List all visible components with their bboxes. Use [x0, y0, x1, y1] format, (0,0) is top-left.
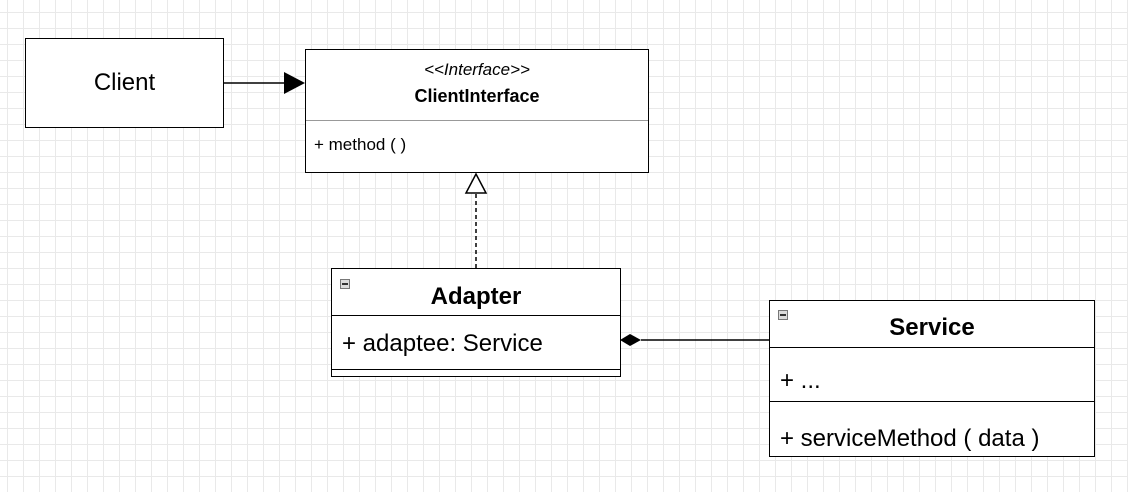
- service-class[interactable]: Service + ... + serviceMethod ( data ): [769, 300, 1095, 457]
- adapter-header-divider: [332, 315, 620, 316]
- adapter-class[interactable]: Adapter + adaptee: Service: [331, 268, 621, 377]
- service-field: + ...: [780, 367, 821, 394]
- service-name: Service: [889, 314, 975, 341]
- client-interface-class[interactable]: <<Interface>> ClientInterface + method (…: [305, 49, 649, 173]
- service-fields-divider: [770, 401, 1094, 402]
- service-header-divider: [770, 347, 1094, 348]
- interface-method: + method ( ): [314, 135, 407, 154]
- client-box[interactable]: Client: [25, 38, 224, 128]
- service-method: + serviceMethod ( data ): [780, 425, 1040, 452]
- association-arrowhead: [284, 72, 305, 94]
- collapse-icon[interactable]: [340, 279, 350, 289]
- interface-stereotype: <<Interface>>: [424, 60, 530, 79]
- adapter-methods-divider: [332, 369, 620, 370]
- client-label: Client: [93, 69, 156, 96]
- adapter-field: + adaptee: Service: [342, 330, 543, 357]
- realization-arrowhead: [464, 172, 488, 194]
- interface-name: ClientInterface: [414, 86, 540, 106]
- composition-diamond: [620, 334, 641, 346]
- collapse-icon[interactable]: [778, 310, 788, 320]
- interface-divider: [306, 120, 648, 121]
- adapter-name: Adapter: [430, 283, 522, 310]
